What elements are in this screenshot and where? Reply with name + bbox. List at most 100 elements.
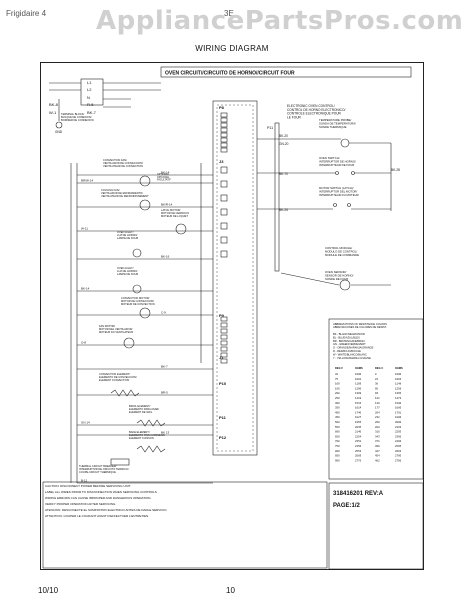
motor-switch-label: MOTOR SWITCH (LATCH)/ [319,186,354,190]
table-cell: 1418 [355,397,362,400]
broil-element-symbol [136,419,166,427]
convection-fan-motor [139,175,151,187]
connector-pin [220,194,228,202]
caution-text: ATTENTION: COUPER LE COURANT AVANT D'EFF… [45,514,149,518]
table-cell: 204 [375,411,380,414]
wire [280,272,340,286]
switch-contact [351,171,355,175]
temp-probe-label: TEMPERATURE PROBE/ [319,118,351,122]
table-cell: 2306 [395,435,402,438]
wire-label: C-9 [161,311,166,315]
bake-element-label: ELEMENTO PARA HORNEAR/ [129,433,165,437]
oven-switch-label: OVEN SWITCH/ [319,156,340,160]
wire-label: BK-25 [279,208,288,212]
table-cell: 232 [375,416,380,419]
terminal-label: L2 [87,87,92,92]
oven-switch-label: INTERRUPTOR DE HORNO/ [319,159,356,163]
table-cell: 2553 [355,450,362,453]
table-cell: 450 [335,416,340,419]
oven-light-label: LAMPE DE FOUR [117,272,138,276]
table-cell: 2669 [355,455,362,458]
table-cell: 24 [375,378,379,381]
table-cell: 500 [335,421,340,424]
table-cell: 1740 [355,411,362,414]
table-cell: 2103 [395,426,402,429]
table-cell: 427 [375,450,380,453]
oven-light-label: OVEN LIGHT/ [117,230,134,234]
connector-pin [220,352,228,358]
oven-sensor-label: SONDE DE FOUR [325,277,348,281]
table-cell: 1955 [355,421,362,424]
table-cell: 454 [375,455,380,458]
optional-label: OPTIONAL [157,173,170,176]
caution-box [42,481,328,569]
caution-text: WIRING ERRORS CAN CAUSE IMPROPER AND DAN… [45,496,151,500]
convection-motor-label: MOTOR DE CONVECCION/ [121,299,154,303]
connector-pin [220,340,228,346]
oven-light-label: LUZ DE HORNO/ [117,233,138,237]
terminal-block-label: BLOQUE DE CONEXION/ [61,115,92,119]
table-cell: 2035 [355,426,362,429]
header-left-text: Frigidaire 4 [6,9,47,18]
table-cell: 100 [335,383,340,386]
legend-title: ABBREVIATIONS OF RESISTANCE COLORS [333,322,387,326]
table-cell: 343 [375,435,380,438]
table-cell: 1686 [395,407,402,410]
wire-label: BK-70 [279,172,288,176]
table-cell: 75 [335,378,339,381]
terminal-label: N [87,95,90,100]
connector-label: P11 [267,126,273,130]
table-cell: 1093 [395,378,402,381]
table-cell: 93 [375,392,379,395]
terminal-block-label: TERMINAL BLOCK/ [61,112,85,116]
connector-pin [220,346,228,352]
table-cell: 1516 [355,402,362,405]
footer-page-number: 10 [226,586,235,595]
table-cell: 2505 [395,445,402,448]
table-cell: 38 [375,383,379,386]
table-cell: 2700 [395,455,402,458]
convection-motor-symbol [139,307,151,319]
table-cell: 350 [335,407,340,410]
wire-label: O-8 [81,341,86,345]
switch-contact [333,203,337,207]
caution-text: LABEL ALL WIRES PRIOR TO DISCONNECTION W… [45,490,158,494]
table-cell: 1791 [395,411,402,414]
electronic-control-label: CONTROL DE HORNO ELECTRONICO/ [287,108,345,112]
wire-label: BK-20 [279,134,288,138]
table-header: OHMS [355,366,363,370]
table-cell: 1000 [355,373,362,376]
oven-sensor-label: SENSOR DE HORNO/ [325,273,354,277]
table-cell: 1827 [355,416,362,419]
diagram-title: WIRING DIAGRAM [195,44,269,53]
table-cell: 1000 [395,373,402,376]
table-cell: 1473 [395,397,402,400]
table-cell: 371 [375,440,380,443]
table-cell: 2603 [395,450,402,453]
motor-switch-label: INTERRUPTEUR DU MOTEUR [319,193,359,197]
terminal-block-label: BORNIER DE CONNEXION [61,118,94,122]
legend-item: BR - BROWN/CAFE/BRUN [333,339,365,343]
table-cell: 1896 [395,416,402,419]
broil-element-label: ELEMENT DE GRIL [129,410,153,414]
broil-element-label: BROIL ELEMENT/ [129,404,151,408]
table-cell: 2205 [395,431,402,434]
latch-motor-label: MOTEUR DE LOQUET [161,214,188,218]
table-cell: 1614 [355,407,362,410]
table-cell: 150 [335,387,340,390]
connector-label: P12 [219,435,227,440]
cooling-fan-motor [139,199,151,211]
control-board-box [212,100,258,456]
convection-motor-label: MOTEUR DE CONVECTION [121,302,155,306]
table-cell: 1258 [395,387,402,390]
wire-label: BK-7 [161,365,168,369]
cooling-fan-label: COOLING FAN/ [101,188,120,192]
table-cell: 2796 [395,459,402,462]
connector-pin [220,112,228,118]
connector-pin [220,250,228,258]
wire-label: B-11 [81,479,87,483]
table-cell: 2000 [395,421,402,424]
table-cell: 0 [375,373,377,376]
optional-label: OPCIONAL [157,176,170,179]
table-cell: 1148 [395,383,402,386]
